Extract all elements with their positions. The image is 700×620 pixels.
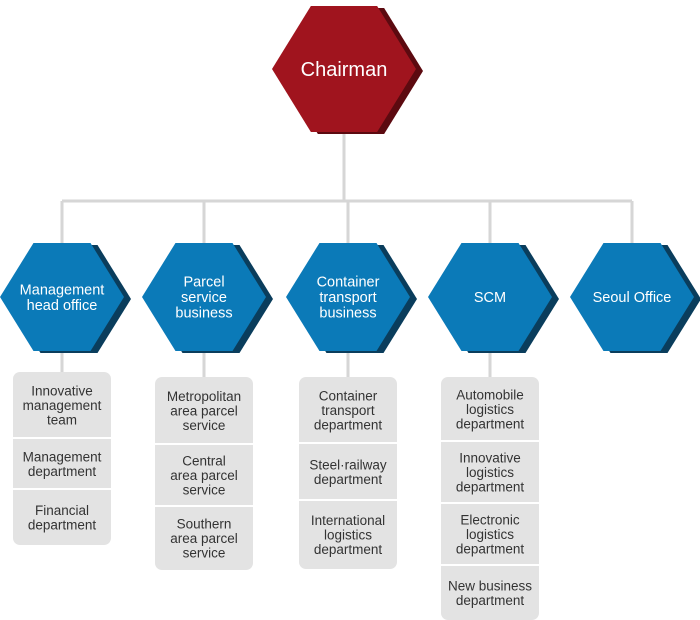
- department-line: logistics: [466, 465, 514, 480]
- department-line: Southern: [177, 517, 232, 532]
- division-title-line: service: [181, 290, 227, 306]
- department-line: service: [183, 546, 226, 561]
- department-line: New business: [448, 578, 532, 593]
- department-line: service: [183, 483, 226, 498]
- department-line: department: [456, 480, 525, 495]
- chairman-node: Chairman: [272, 6, 423, 134]
- division-title-line: Management: [20, 282, 105, 298]
- department-line: department: [314, 418, 383, 433]
- division-title-line: SCM: [474, 290, 506, 306]
- department-line: Central: [182, 454, 226, 469]
- department-line: Container: [319, 389, 378, 404]
- department-line: department: [314, 472, 383, 487]
- division-shape: [0, 243, 124, 351]
- division-shape: [570, 243, 694, 351]
- division-title-line: Container: [317, 275, 380, 291]
- department-line: Innovative: [459, 451, 521, 466]
- division-shape: [142, 243, 266, 351]
- department-box: [299, 377, 397, 569]
- division-seoul-office: Seoul Office: [570, 243, 700, 353]
- department-line: department: [456, 417, 525, 432]
- department-line: area parcel: [170, 468, 238, 483]
- department-line: logistics: [324, 528, 372, 543]
- department-line: department: [456, 593, 525, 608]
- division-title-line: transport: [319, 290, 376, 306]
- department-line: logistics: [466, 527, 514, 542]
- department-line: service: [183, 418, 226, 433]
- department-line: management: [23, 398, 102, 413]
- department-line: area parcel: [170, 404, 238, 419]
- division-title-line: business: [319, 306, 376, 322]
- department-line: Financial: [35, 503, 89, 518]
- department-line: Automobile: [456, 388, 524, 403]
- division-title-line: Seoul Office: [593, 290, 672, 306]
- division-shape: [286, 243, 410, 351]
- division-title: Seoul Office: [593, 290, 672, 306]
- department-line: department: [456, 542, 525, 557]
- division-title: SCM: [474, 290, 506, 306]
- department-box: [155, 377, 253, 570]
- department-line: Metropolitan: [167, 389, 241, 404]
- division-scm: SCM: [428, 243, 559, 353]
- department-line: transport: [321, 403, 375, 418]
- department-line: department: [314, 542, 383, 557]
- department-box: [13, 372, 111, 545]
- department-line: Management: [23, 449, 102, 464]
- department-line: department: [28, 517, 97, 532]
- division-shape: [428, 243, 552, 351]
- department-line: Electronic: [460, 513, 520, 528]
- chairman-shape: [272, 6, 416, 132]
- department-line: team: [47, 413, 77, 428]
- department-line: Innovative: [31, 384, 93, 399]
- department-line: logistics: [466, 402, 514, 417]
- division-title-line: business: [175, 306, 232, 322]
- division-title-line: Parcel: [183, 275, 224, 291]
- department-line: department: [28, 464, 97, 479]
- department-line: area parcel: [170, 531, 238, 546]
- department-line: Steel·railway: [309, 457, 387, 472]
- division-title-line: head office: [27, 298, 98, 314]
- department-line: International: [311, 513, 385, 528]
- chairman-title: Chairman: [301, 59, 388, 81]
- department-box: [441, 377, 539, 620]
- chairman-hexagon: Chairman: [272, 6, 423, 134]
- connector-lines: [60, 132, 634, 377]
